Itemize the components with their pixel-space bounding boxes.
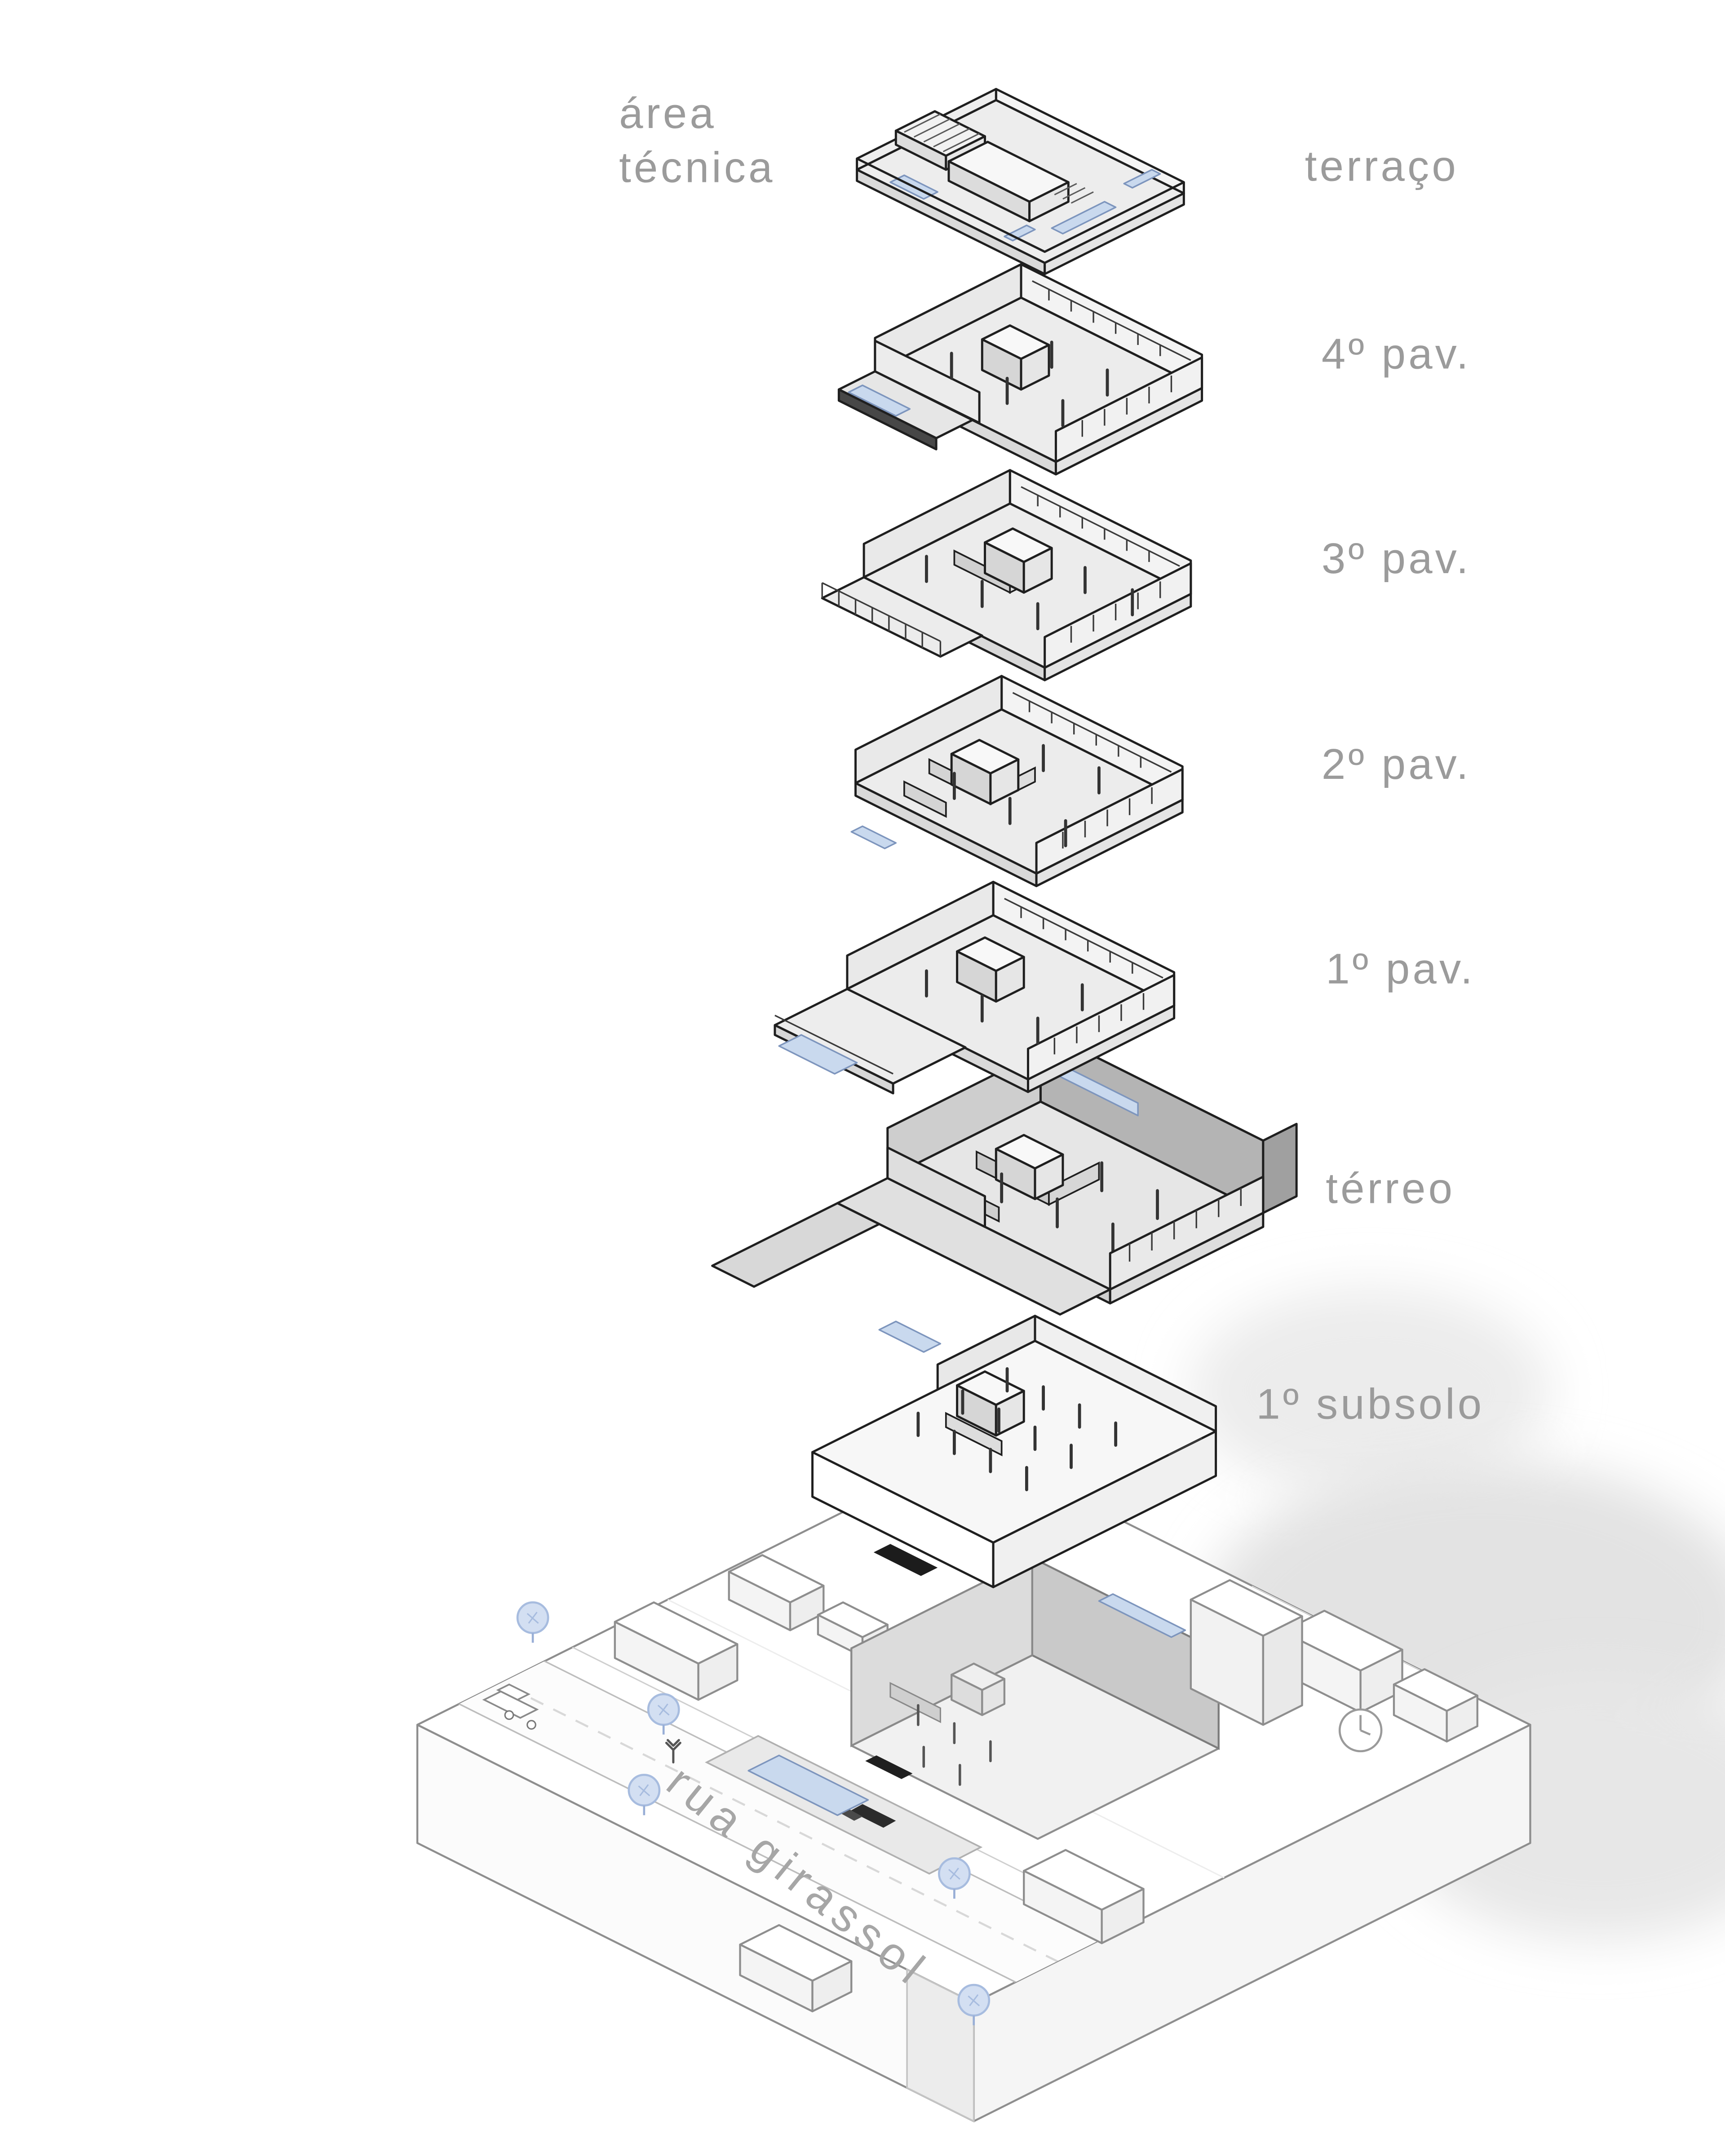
floor-pav1	[774, 882, 1174, 1095]
label-terreo: térreo	[1326, 1164, 1455, 1213]
ramp	[873, 1544, 938, 1576]
pool	[748, 1754, 869, 1816]
label-pav1: 1º pav.	[1326, 944, 1476, 994]
floor-pav4	[837, 264, 1202, 474]
label-area-tecnica: área técnica	[619, 86, 775, 195]
label-pav2: 2º pav.	[1321, 740, 1471, 789]
floor-terreo	[711, 1028, 1298, 1353]
site-main-building	[705, 1556, 1303, 1875]
floor-pav3	[821, 470, 1191, 680]
neighbour-buildings	[614, 1554, 1478, 2013]
clock-icon	[1338, 1708, 1383, 1753]
label-pav3: 3º pav.	[1321, 534, 1471, 583]
driveway	[906, 1968, 975, 2123]
pool	[778, 1034, 858, 1075]
car-icon	[482, 1683, 539, 1730]
floor-terraco	[856, 88, 1185, 275]
label-area-tecnica-line1: área	[619, 89, 717, 138]
label-subsolo: 1º subsolo	[1256, 1380, 1485, 1429]
floor-subsolo	[811, 1315, 1217, 1588]
truck-icon	[850, 1804, 896, 1828]
label-pav4: 4º pav.	[1321, 329, 1471, 379]
entrance	[865, 1755, 913, 1779]
floor-pav2	[850, 676, 1182, 886]
label-area-tecnica-line2: técnica	[619, 143, 775, 192]
label-terraco: terraço	[1305, 141, 1459, 191]
